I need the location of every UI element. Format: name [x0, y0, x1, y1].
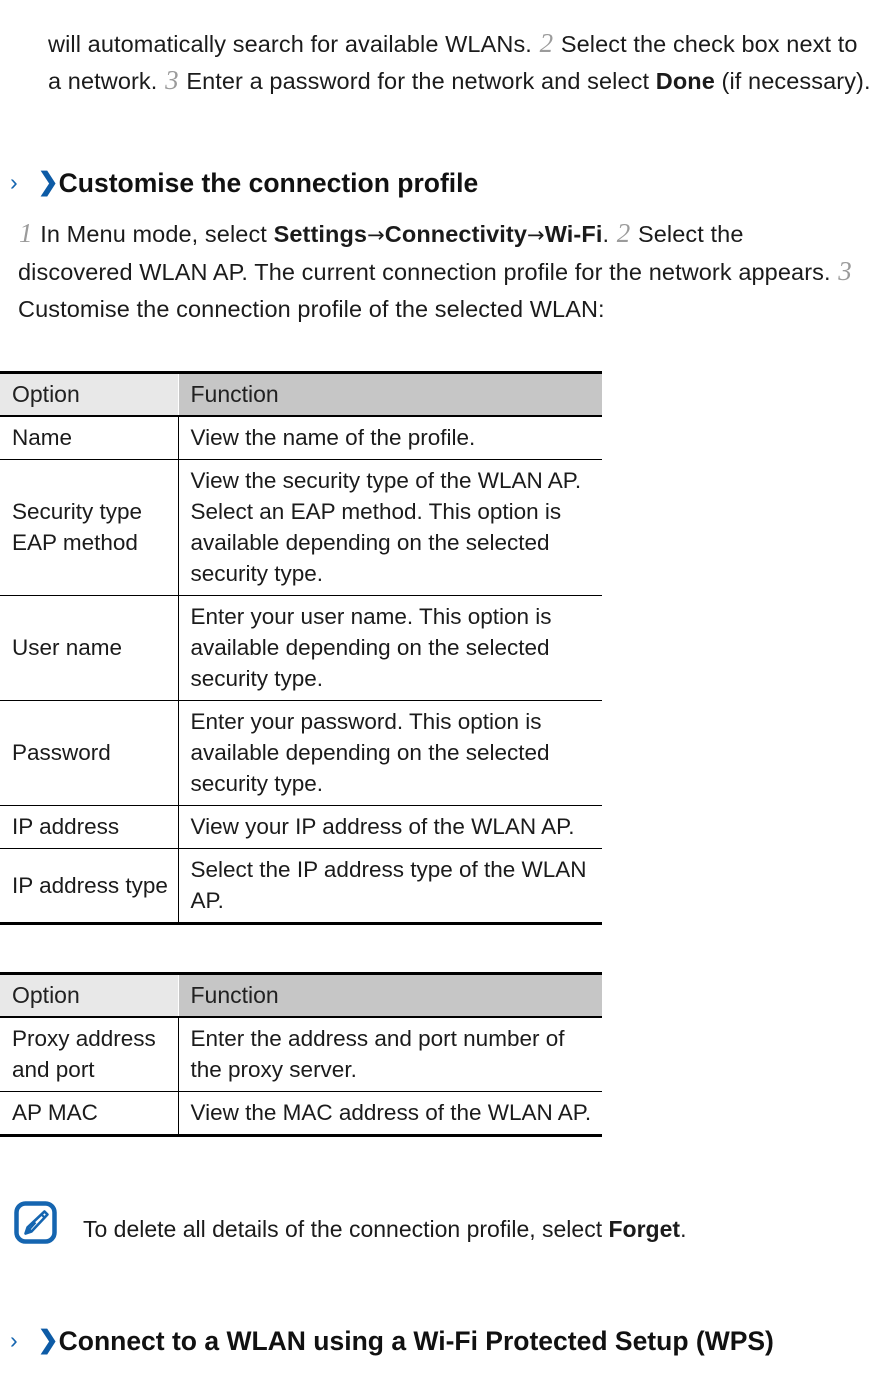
note-text-pre: To delete all details of the connection …: [83, 1216, 603, 1242]
column-header-option: Option: [0, 972, 178, 1018]
cell-option: Name: [0, 416, 179, 460]
table-row: IP address View your IP address of the W…: [0, 805, 602, 849]
cell-function: Enter the address and port number of the…: [178, 1017, 602, 1092]
menu-connectivity: Connectivity: [384, 220, 528, 247]
cell-option: IP address: [0, 805, 179, 849]
chevron-right-bold-icon: ❯: [37, 167, 59, 196]
step2-text: Select the discovered WLAN AP. The curre…: [18, 220, 831, 285]
note-text: To delete all details of the connection …: [83, 1198, 686, 1246]
cell-option: Proxy address and port: [0, 1017, 179, 1092]
chevron-right-thin-icon: ›: [10, 1326, 18, 1353]
heading-customise-connection-profile: › ❯ Customise the connection profile: [6, 166, 846, 200]
chevron-right-bold-icon: ❯: [37, 1325, 59, 1354]
note-callout: To delete all details of the connection …: [14, 1198, 874, 1246]
cell-function: Select the IP address type of the WLAN A…: [178, 848, 602, 925]
cell-function: Enter your user name. This option is ava…: [178, 595, 602, 701]
cell-function: Enter your password. This option is avai…: [178, 700, 602, 806]
note-text-post: .: [680, 1216, 687, 1242]
cell-option: IP address type: [0, 848, 179, 925]
intro-step2-text: Select the check box next to a network.: [48, 30, 858, 94]
table-row: Proxy address and port Enter the address…: [0, 1017, 602, 1092]
cell-option: Security type EAP method: [0, 459, 179, 596]
connection-profile-options-table: Option Function Name View the name of th…: [0, 371, 602, 925]
table-header-row: Option Function: [0, 972, 602, 1018]
cell-function: View your IP address of the WLAN AP.: [178, 805, 602, 849]
intro-lead: will automatically search for available …: [48, 30, 532, 57]
heading-wps-label: Connect to a WLAN using a Wi-Fi Protecte…: [58, 1325, 774, 1356]
heading-connect-wlan-wps: › ❯ Connect to a WLAN using a Wi-Fi Prot…: [6, 1324, 876, 1358]
table-row: AP MAC View the MAC address of the WLAN …: [0, 1091, 602, 1137]
chevron-right-thin-icon: ›: [10, 168, 18, 195]
step3-text: Customise the connection profile of the …: [18, 295, 605, 322]
step-number-3: 3: [165, 64, 179, 95]
table-row: Password Enter your password. This optio…: [0, 700, 602, 806]
step-number-3b: 3: [838, 255, 852, 286]
step-number-2b: 2: [616, 217, 631, 248]
arrow-right-icon-2: →: [527, 222, 545, 247]
steps-paragraph: 1 In Menu mode, select Settings→Connecti…: [18, 216, 863, 328]
intro-step3-text-post: (if necessary).: [721, 67, 871, 94]
column-header-option: Option: [0, 371, 178, 417]
intro-paragraph: will automatically search for available …: [48, 26, 876, 100]
table-header-row: Option Function: [0, 371, 602, 417]
menu-settings: Settings: [273, 220, 368, 247]
heading-customise-label: Customise the connection profile: [58, 167, 479, 198]
cell-option: Password: [0, 700, 179, 806]
column-header-function: Function: [177, 972, 602, 1018]
cell-function: View the security type of the WLAN AP. S…: [178, 459, 602, 596]
table-row: IP address type Select the IP address ty…: [0, 848, 602, 925]
intro-step3-bold: Done: [655, 67, 715, 94]
cell-function: View the name of the profile.: [178, 416, 602, 460]
table-row: User name Enter your user name. This opt…: [0, 595, 602, 701]
arrow-right-icon-1: →: [367, 222, 385, 247]
column-header-function: Function: [177, 371, 602, 417]
note-pencil-icon: [14, 1200, 57, 1244]
note-bold-forget: Forget: [608, 1216, 681, 1242]
step-number-2: 2: [539, 27, 554, 58]
table-row: Security type EAP method View the securi…: [0, 459, 602, 596]
cell-function: View the MAC address of the WLAN AP.: [178, 1091, 602, 1137]
intro-step3-text-pre: Enter a password for the network and sel…: [186, 67, 650, 94]
cell-option: AP MAC: [0, 1091, 179, 1137]
step1-pre: In Menu mode, select: [40, 220, 267, 247]
cell-option: User name: [0, 595, 179, 701]
step-number-1: 1: [19, 217, 33, 248]
menu-wifi: Wi-Fi: [544, 220, 603, 247]
connection-profile-options-table-continued: Option Function Proxy address and port E…: [0, 972, 602, 1137]
step1-post: .: [602, 220, 610, 247]
table-row: Name View the name of the profile.: [0, 416, 602, 460]
